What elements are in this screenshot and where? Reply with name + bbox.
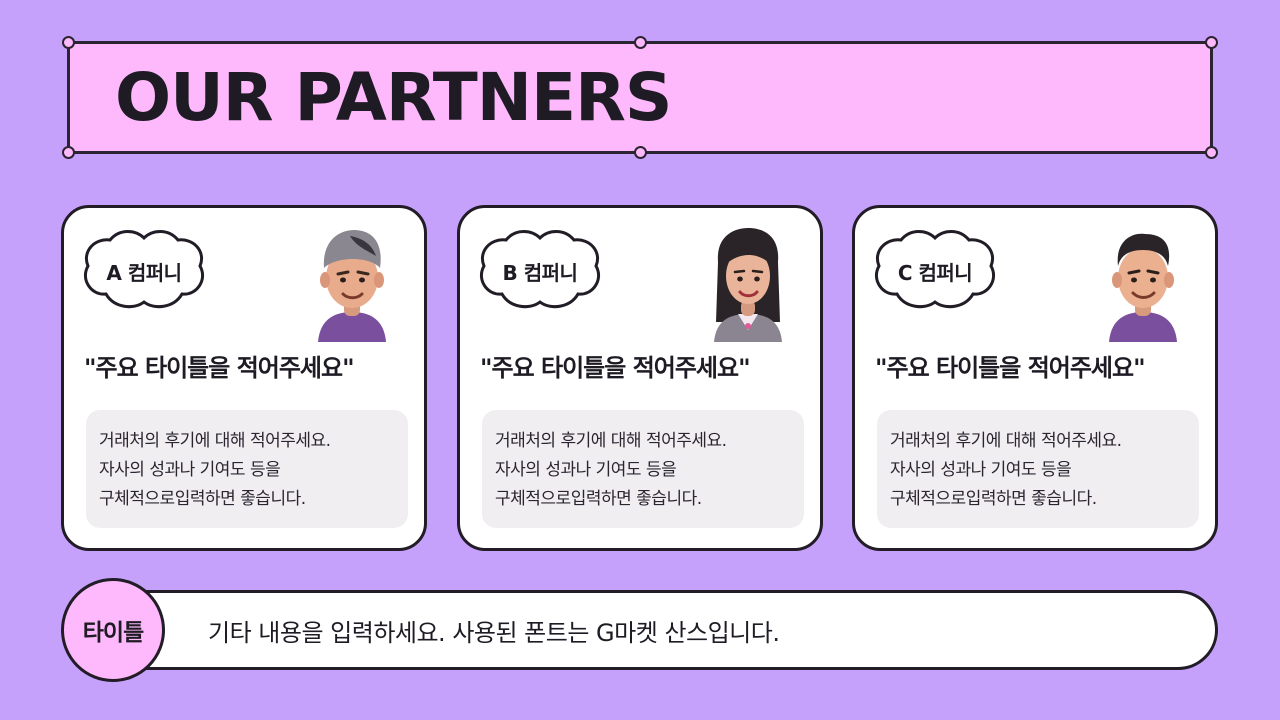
footer-badge-label: 타이틀 — [82, 620, 144, 646]
partner-card-b: B 컴퍼니 "주요 타이틀을 적어주세요" 거래처의 후기에 대해 적어주세요.… — [457, 205, 823, 551]
company-cloud-badge: A 컴퍼니 — [80, 228, 208, 314]
cloud-shape-icon — [479, 230, 601, 309]
card-body-line: 거래처의 후기에 대해 적어주세요. — [890, 431, 1122, 451]
card-body-line: 구체적으로입력하면 좋습니다. — [890, 489, 1097, 509]
card-body: 거래처의 후기에 대해 적어주세요. 자사의 성과나 기여도 등을 구체적으로입… — [482, 410, 804, 528]
resize-handle-top-right — [1205, 36, 1218, 49]
resize-handle-top-left — [62, 36, 75, 49]
cloud-shape-icon — [83, 230, 205, 309]
resize-handle-top-middle — [634, 36, 647, 49]
card-body: 거래처의 후기에 대해 적어주세요. 자사의 성과나 기여도 등을 구체적으로입… — [877, 410, 1199, 528]
resize-handle-bottom-left — [62, 146, 75, 159]
partner-card-a: A 컴퍼니 "주요 타이틀을 적어주세요" 거래처의 후기에 대해 적어주세요.… — [61, 205, 427, 551]
card-body-line: 자사의 성과나 기여도 등을 — [99, 460, 281, 480]
man-with-cap-avatar-icon — [318, 230, 386, 342]
footer-text: 기타 내용을 입력하세요. 사용된 폰트는 G마켓 산스입니다. — [208, 619, 780, 647]
resize-handle-bottom-right — [1205, 146, 1218, 159]
card-body-line: 자사의 성과나 기여도 등을 — [890, 460, 1072, 480]
card-body-line: 거래처의 후기에 대해 적어주세요. — [495, 431, 727, 451]
company-cloud-badge: B 컴퍼니 — [476, 228, 604, 314]
partner-card-c: C 컴퍼니 "주요 타이틀을 적어주세요" 거래처의 후기에 대해 적어주세요.… — [852, 205, 1218, 551]
title-banner: OUR PARTNERS — [62, 36, 1218, 159]
cloud-shape-icon — [874, 230, 996, 309]
card-title: "주요 타이틀을 적어주세요" — [875, 354, 1146, 382]
card-body-line: 구체적으로입력하면 좋습니다. — [495, 489, 702, 509]
card-title: "주요 타이틀을 적어주세요" — [84, 354, 355, 382]
page-title: OUR PARTNERS — [115, 59, 672, 136]
company-cloud-badge: C 컴퍼니 — [871, 228, 999, 314]
footer-title-badge: 타이틀 — [61, 578, 165, 682]
company-name: A 컴퍼니 — [106, 260, 182, 285]
card-body-line: 구체적으로입력하면 좋습니다. — [99, 489, 306, 509]
card-body-line: 자사의 성과나 기여도 등을 — [495, 460, 677, 480]
card-body-line: 거래처의 후기에 대해 적어주세요. — [99, 431, 331, 451]
man-avatar-icon — [1109, 233, 1177, 342]
company-name: C 컴퍼니 — [897, 260, 973, 285]
woman-avatar-icon — [714, 228, 782, 342]
footer-bar: 기타 내용을 입력하세요. 사용된 폰트는 G마켓 산스입니다. — [78, 590, 1218, 670]
company-name: B 컴퍼니 — [502, 260, 578, 285]
card-title: "주요 타이틀을 적어주세요" — [480, 354, 751, 382]
resize-handle-bottom-middle — [634, 146, 647, 159]
card-body: 거래처의 후기에 대해 적어주세요. 자사의 성과나 기여도 등을 구체적으로입… — [86, 410, 408, 528]
